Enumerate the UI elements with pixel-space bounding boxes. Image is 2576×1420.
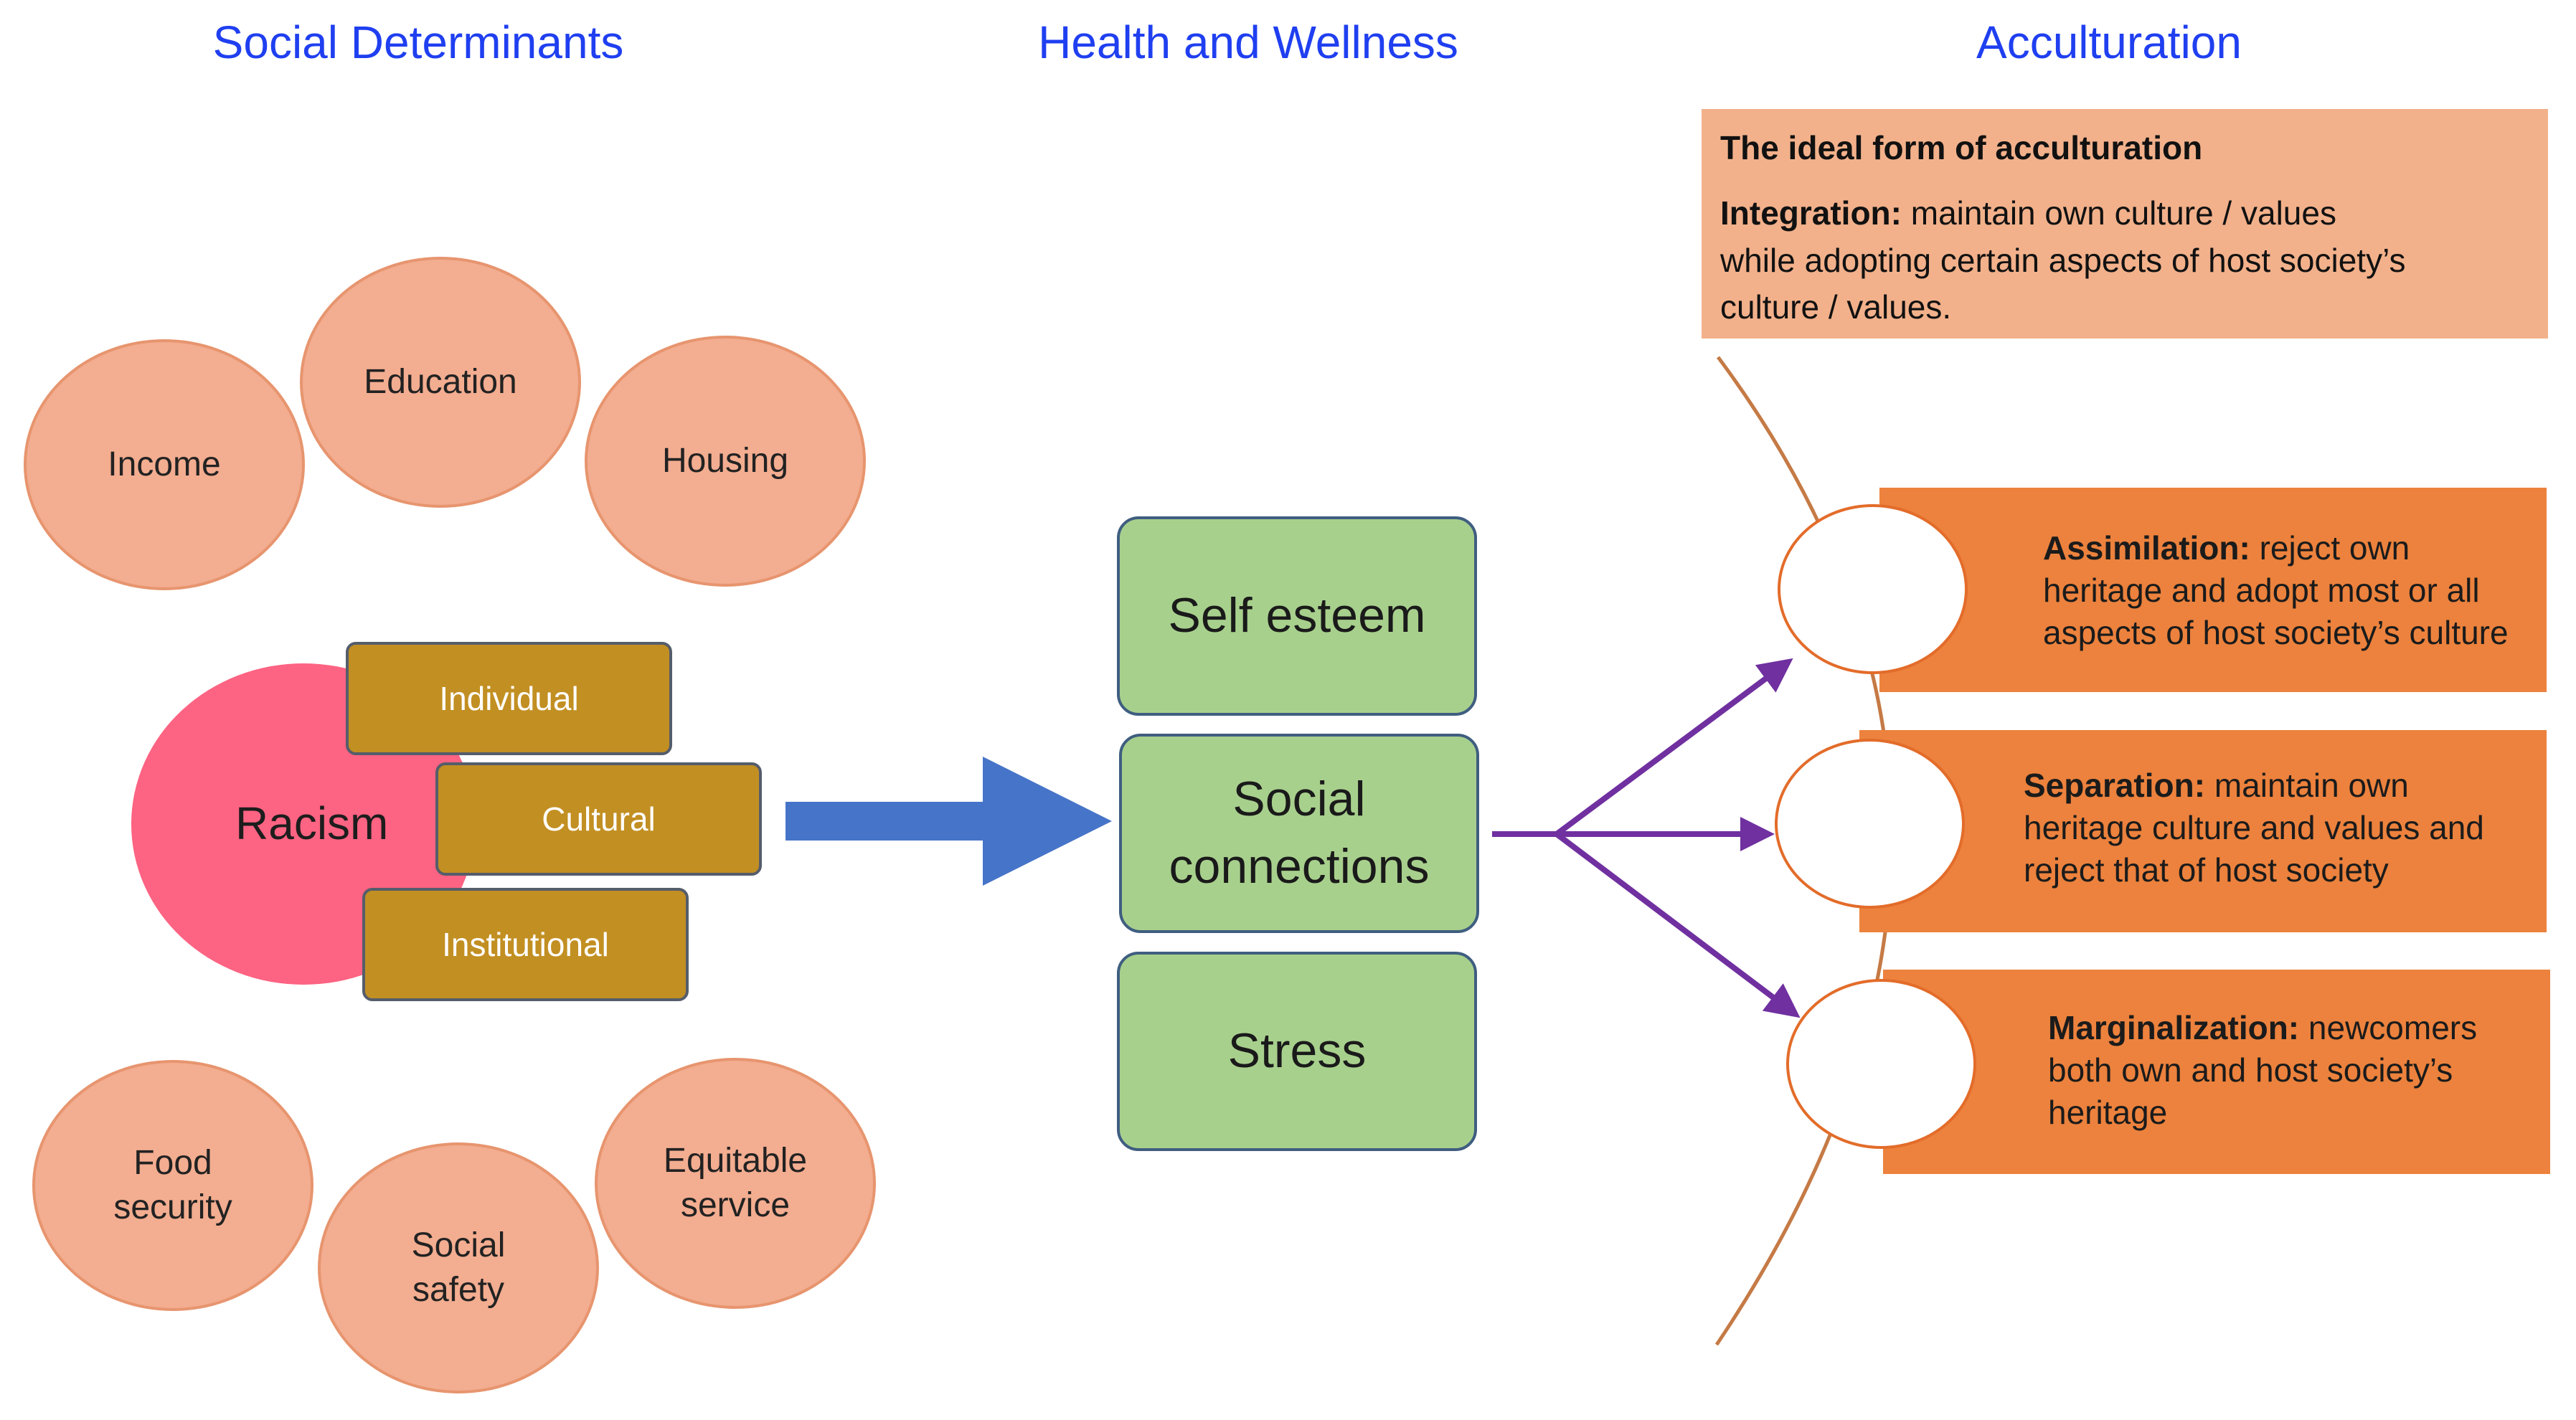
racism-label: Racism [235, 797, 389, 850]
racism-type-individual-label: Individual [439, 680, 579, 717]
determinant-social-safety: Social safety [318, 1142, 599, 1393]
equitable-service-line-1: Equitable [663, 1141, 808, 1180]
ideal-title: The ideal form of acculturation [1720, 129, 2203, 166]
wellness-social-connections: Social connections [1119, 734, 1479, 933]
wellness-self-esteem: Self esteem [1117, 516, 1477, 716]
equitable-service-line-2: service [680, 1186, 791, 1224]
racism-type-cultural-label: Cultural [542, 800, 656, 838]
assimilation-circle [1778, 504, 1968, 674]
strategy-separation: Separation: maintain own heritage cultur… [1859, 730, 2547, 932]
determinant-housing-label: Housing [661, 441, 789, 480]
determinant-education: Education [300, 257, 581, 508]
social-safety-line-2: safety [412, 1271, 505, 1309]
integration-term: Integration: [1720, 194, 1902, 232]
ideal-acculturation-box: The ideal form of acculturation Integrat… [1702, 109, 2548, 339]
food-security-line-2: security [113, 1188, 232, 1226]
separation-text: Separation: maintain own heritage cultur… [2024, 767, 2484, 889]
food-security-line-1: Food [133, 1143, 212, 1182]
arrow-to-assimilation [1554, 658, 1793, 837]
branch-arrows [1492, 658, 1801, 1018]
assimilation-text: Assimilation: reject own heritage and ad… [2043, 529, 2509, 651]
racism-type-institutional: Institutional [362, 888, 689, 1001]
main-arrow [785, 757, 1112, 886]
heading-acculturation: Acculturation [1976, 16, 2242, 68]
social-connections-line-2: connections [1169, 839, 1430, 894]
strategy-assimilation: Assimilation: reject own heritage and ad… [1879, 488, 2547, 692]
marginalization-text: Marginalization: newcomers both own and … [2048, 1009, 2478, 1131]
wellness-stress: Stress [1117, 952, 1477, 1151]
racism-type-cultural: Cultural [435, 762, 762, 876]
stress-label: Stress [1227, 1023, 1367, 1079]
racism-type-individual: Individual [346, 642, 672, 755]
integration-text-1: maintain own culture / values [1901, 194, 2336, 232]
arrow-to-marginalization [1554, 831, 1801, 1018]
strategy-marginalization: Marginalization: newcomers both own and … [1883, 970, 2550, 1174]
social-connections-line-1: Social [1232, 772, 1366, 827]
determinant-income-label: Income [108, 445, 221, 483]
separation-circle [1775, 739, 1965, 909]
integration-definition: Integration: maintain own culture / valu… [1720, 190, 2529, 331]
separation-term: Separation: [2024, 767, 2206, 804]
determinant-education-label: Education [364, 362, 517, 401]
social-safety-line-1: Social [411, 1226, 506, 1264]
integration-text-2: while adopting certain aspects of host s… [1720, 241, 2406, 279]
integration-text-3: culture / values. [1720, 288, 1952, 326]
assimilation-term: Assimilation: [2043, 529, 2250, 567]
marginalization-circle [1786, 979, 1976, 1149]
heading-health-wellness: Health and Wellness [1038, 16, 1458, 68]
heading-social-determinants: Social Determinants [212, 16, 624, 68]
determinant-housing: Housing [585, 336, 866, 587]
determinant-equitable-service: Equitable service [595, 1058, 876, 1309]
self-esteem-label: Self esteem [1168, 588, 1426, 643]
determinant-food-security: Food security [32, 1060, 313, 1311]
marginalization-term: Marginalization: [2048, 1009, 2300, 1046]
determinant-income: Income [24, 339, 305, 590]
racism-type-institutional-label: Institutional [442, 926, 609, 963]
